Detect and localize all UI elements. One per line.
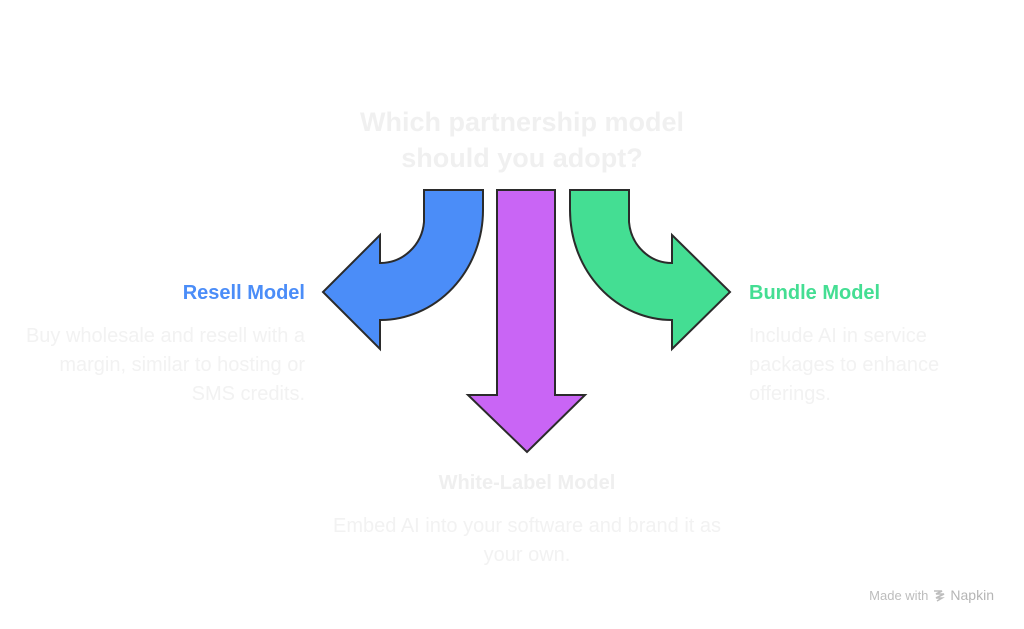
bundle-heading: Bundle Model [749, 282, 881, 304]
white-label-arrow [465, 189, 588, 454]
resell-description: Buy wholesale and resell with a margin, … [25, 325, 305, 405]
resell-heading: Resell Model [182, 282, 305, 304]
napkin-brand-label: Napkin [950, 587, 994, 603]
made-with-napkin-badge[interactable]: Made with Napkin [869, 587, 994, 603]
resell-arrow [321, 189, 484, 352]
bundle-arrow [569, 189, 732, 352]
diagram-title: Which partnership model should you adopt… [359, 107, 685, 173]
made-with-label: Made with [869, 587, 929, 603]
bundle-description: Include AI in service packages to enhanc… [749, 325, 940, 405]
napkin-logo-icon [934, 589, 946, 602]
white-label-heading: White-Label Model [438, 472, 616, 494]
white-label-description: Embed AI into your software and brand it… [333, 515, 721, 566]
